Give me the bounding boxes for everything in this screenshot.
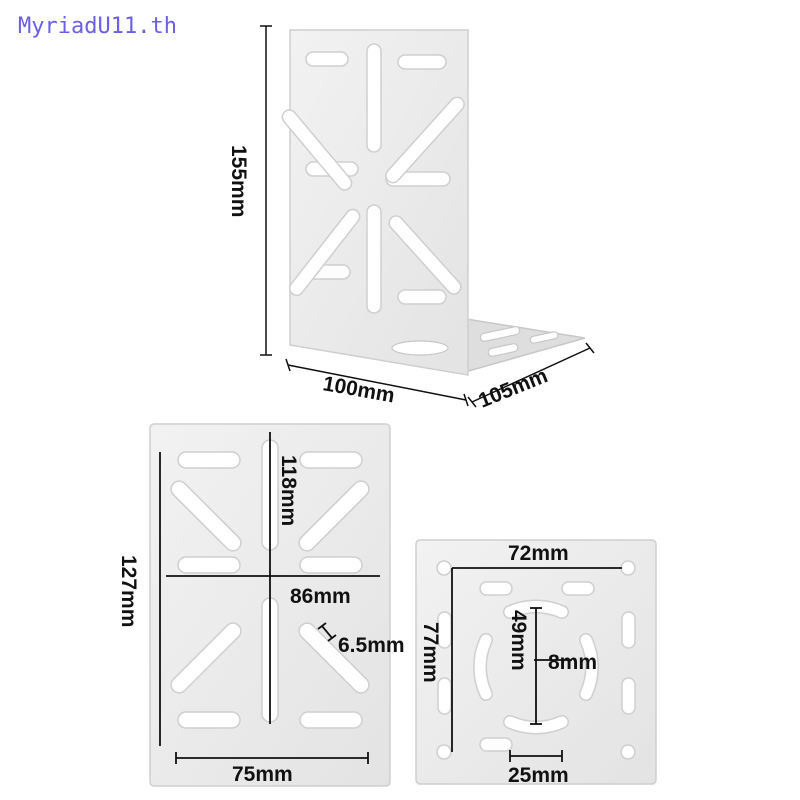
base-inner-h-label: 8mm	[548, 651, 597, 674]
plate-slot-thickness-label: 6.5mm	[338, 634, 405, 657]
plate-slot-width-label: 86mm	[290, 585, 351, 608]
watermark: MyriadU11.th	[18, 14, 177, 39]
bracket-width-label: 100mm	[321, 372, 396, 407]
base-bottom-slot-label: 25mm	[508, 764, 569, 787]
plate-height-label: 127mm	[117, 555, 140, 627]
l-bracket-view: 155mm 100mm 105mm	[227, 25, 595, 413]
base-hole-spacing-h-label: 72mm	[508, 542, 569, 565]
plate-bottom-slot-label: 75mm	[232, 763, 293, 786]
vertical-plate-view: 127mm 118mm 86mm 6.5mm 75mm	[117, 423, 405, 787]
plate-slot-height-label: 118mm	[277, 455, 300, 526]
bracket-height-label: 155mm	[227, 145, 250, 217]
bracket-upright	[289, 29, 469, 376]
bracket-depth-label: 105mm	[475, 364, 551, 412]
base-inner-v-label: 49mm	[507, 610, 530, 671]
base-plate-view: 72mm 77mm 49mm 8mm 25mm	[415, 539, 657, 787]
base-hole-spacing-v-label: 77mm	[419, 622, 442, 683]
